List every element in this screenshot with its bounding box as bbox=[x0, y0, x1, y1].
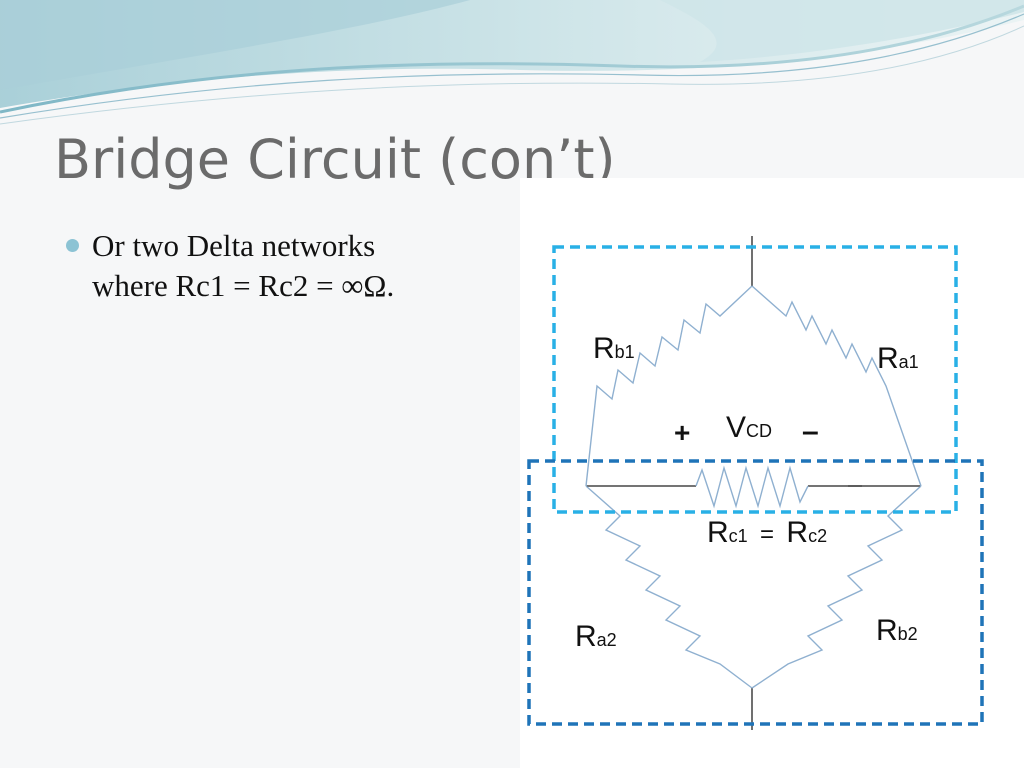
bullet-dot-icon bbox=[66, 239, 79, 252]
label-rb1: Rb1 bbox=[593, 332, 635, 365]
bullet-line-2: where Rc1 = Rc2 = ∞Ω. bbox=[92, 268, 395, 303]
resistor-ra1 bbox=[751, 285, 922, 487]
label-vcd: VCD bbox=[726, 411, 772, 444]
label-rc1-rc2: Rc1 = Rc2 bbox=[707, 516, 827, 549]
lower-delta-box bbox=[527, 459, 984, 726]
bullet-item: Or two Delta networks where Rc1 = Rc2 = … bbox=[66, 226, 486, 306]
resistor-rb1 bbox=[585, 285, 753, 487]
upper-delta-box bbox=[552, 245, 958, 514]
label-rb2: Rb2 bbox=[876, 614, 918, 647]
figure-background bbox=[520, 178, 1024, 768]
bullet-list: Or two Delta networks where Rc1 = Rc2 = … bbox=[66, 226, 486, 306]
resistor-rb2 bbox=[751, 485, 922, 689]
label-ra1: Ra1 bbox=[877, 342, 919, 375]
label-ra2: Ra2 bbox=[575, 620, 617, 653]
bullet-line-1: Or two Delta networks bbox=[92, 228, 376, 263]
resistor-rc bbox=[695, 465, 809, 509]
header-wave-decoration bbox=[0, 0, 1024, 125]
resistor-ra2 bbox=[585, 485, 753, 689]
label-plus: + bbox=[674, 417, 690, 448]
label-minus: – bbox=[802, 415, 819, 448]
